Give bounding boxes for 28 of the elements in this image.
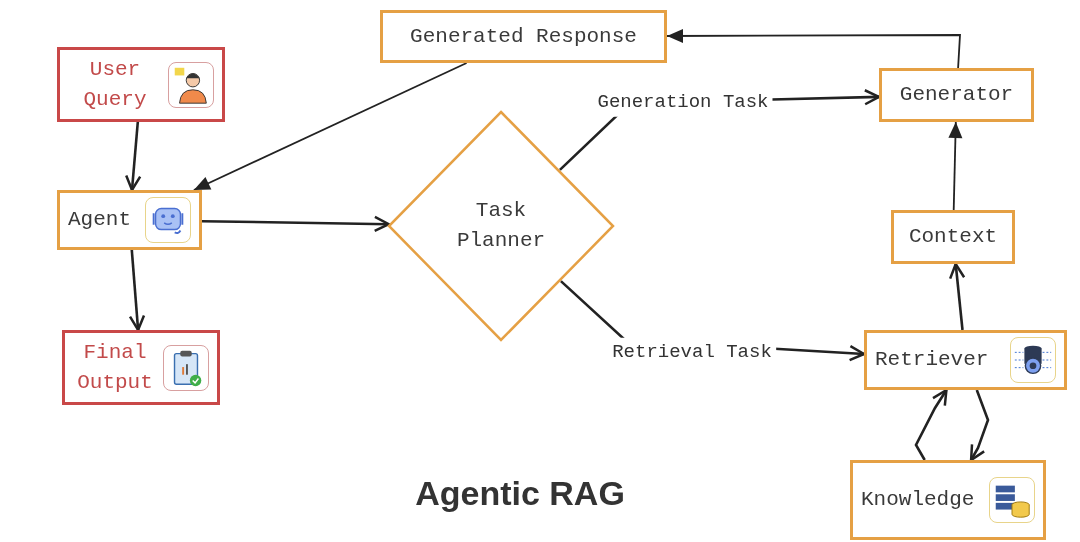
arrow	[128, 249, 146, 332]
diagram-title: Agentic RAG	[415, 473, 625, 514]
process-box	[891, 210, 1015, 264]
node-label: Generated Response	[410, 23, 637, 50]
node-label: User Query	[82, 56, 148, 113]
node-label: Agent	[68, 207, 131, 233]
process-box	[62, 330, 220, 405]
arrow	[193, 62, 468, 191]
node-label: Task Planner	[455, 198, 547, 254]
node-label: Final Output	[76, 339, 154, 396]
arrow	[969, 389, 990, 462]
arrow	[201, 215, 391, 233]
arrow	[914, 388, 948, 461]
arrow	[948, 262, 966, 331]
arrow	[948, 121, 963, 211]
node-label: Retriever	[875, 347, 989, 373]
arrow	[124, 121, 142, 192]
process-box	[380, 10, 667, 63]
process-box	[850, 460, 1046, 540]
node-label: Generator	[899, 82, 1014, 108]
process-box	[864, 330, 1067, 390]
arrow	[666, 28, 961, 69]
process-box	[879, 68, 1034, 122]
node-label: Knowledge	[861, 487, 975, 513]
process-box	[57, 47, 225, 122]
node-label: Context	[908, 224, 998, 250]
decision-diamond	[387, 110, 615, 342]
process-box	[57, 190, 202, 250]
